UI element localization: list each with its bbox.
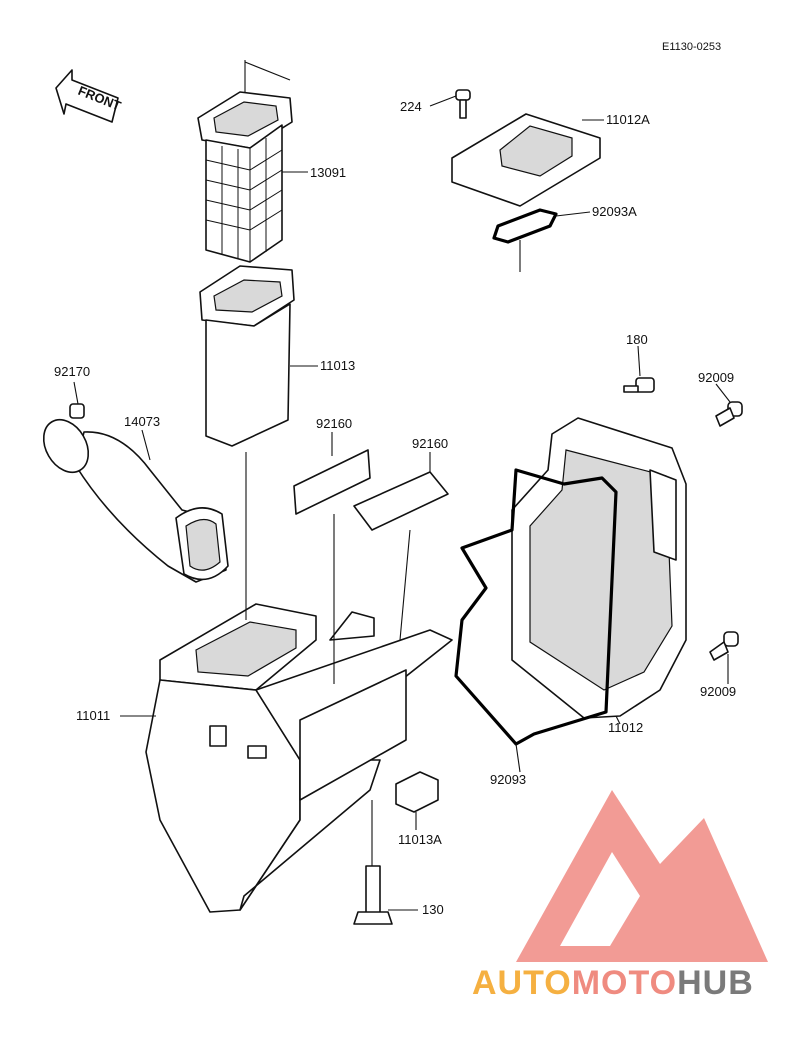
small-pad-block: [395, 771, 439, 813]
watermark-hub: HUB: [677, 964, 754, 1002]
air-box-housing: [145, 603, 453, 913]
label-92160-right: 92160: [412, 436, 448, 451]
air-filter-element: [197, 60, 293, 263]
small-gasket: [492, 208, 558, 244]
bolt-224: [455, 89, 471, 119]
filter-sleeve: [199, 265, 295, 447]
label-180: 180: [626, 332, 648, 347]
label-11011: 11011: [76, 708, 110, 723]
large-gasket: [454, 468, 618, 746]
leader-lines: [73, 95, 731, 911]
label-92009-bottom: 92009: [700, 684, 736, 699]
pad-right: [353, 471, 449, 531]
pad-left: [293, 449, 371, 515]
watermark-moto: MOTO: [572, 964, 677, 1002]
label-92160-left: 92160: [316, 416, 352, 431]
diagram-code: E1130-0253: [662, 41, 721, 53]
label-14073: 14073: [124, 414, 160, 429]
front-arrow-icon: FRONT: [55, 69, 123, 123]
upper-cover: [451, 113, 601, 272]
label-224: 224: [400, 99, 422, 114]
bolt-180: [623, 377, 655, 393]
label-11013: 11013: [320, 358, 355, 373]
screw-92009-bottom: [709, 631, 739, 661]
watermark-logo-icon: [516, 790, 768, 962]
watermark-auto: AUTO: [472, 964, 572, 1002]
label-92093: 92093: [490, 772, 526, 787]
label-11012: 11012: [608, 720, 643, 735]
label-11013A: 11013A: [398, 832, 442, 847]
label-92170: 92170: [54, 364, 90, 379]
bolt-130: [353, 800, 393, 925]
screw-92009-top: [715, 401, 743, 427]
svg-text:AUTOMOTOHUB: AUTOMOTOHUB: [472, 964, 754, 1002]
watermark-wordmark: AUTOMOTOHUB: [472, 964, 754, 1002]
label-11012A: 11012A: [606, 112, 650, 127]
side-cover: [511, 417, 687, 719]
label-92093A: 92093A: [592, 204, 637, 219]
label-130: 130: [422, 902, 444, 917]
label-13091: 13091: [310, 165, 346, 180]
intake-duct: [42, 403, 229, 583]
label-92009-top: 92009: [698, 370, 734, 385]
